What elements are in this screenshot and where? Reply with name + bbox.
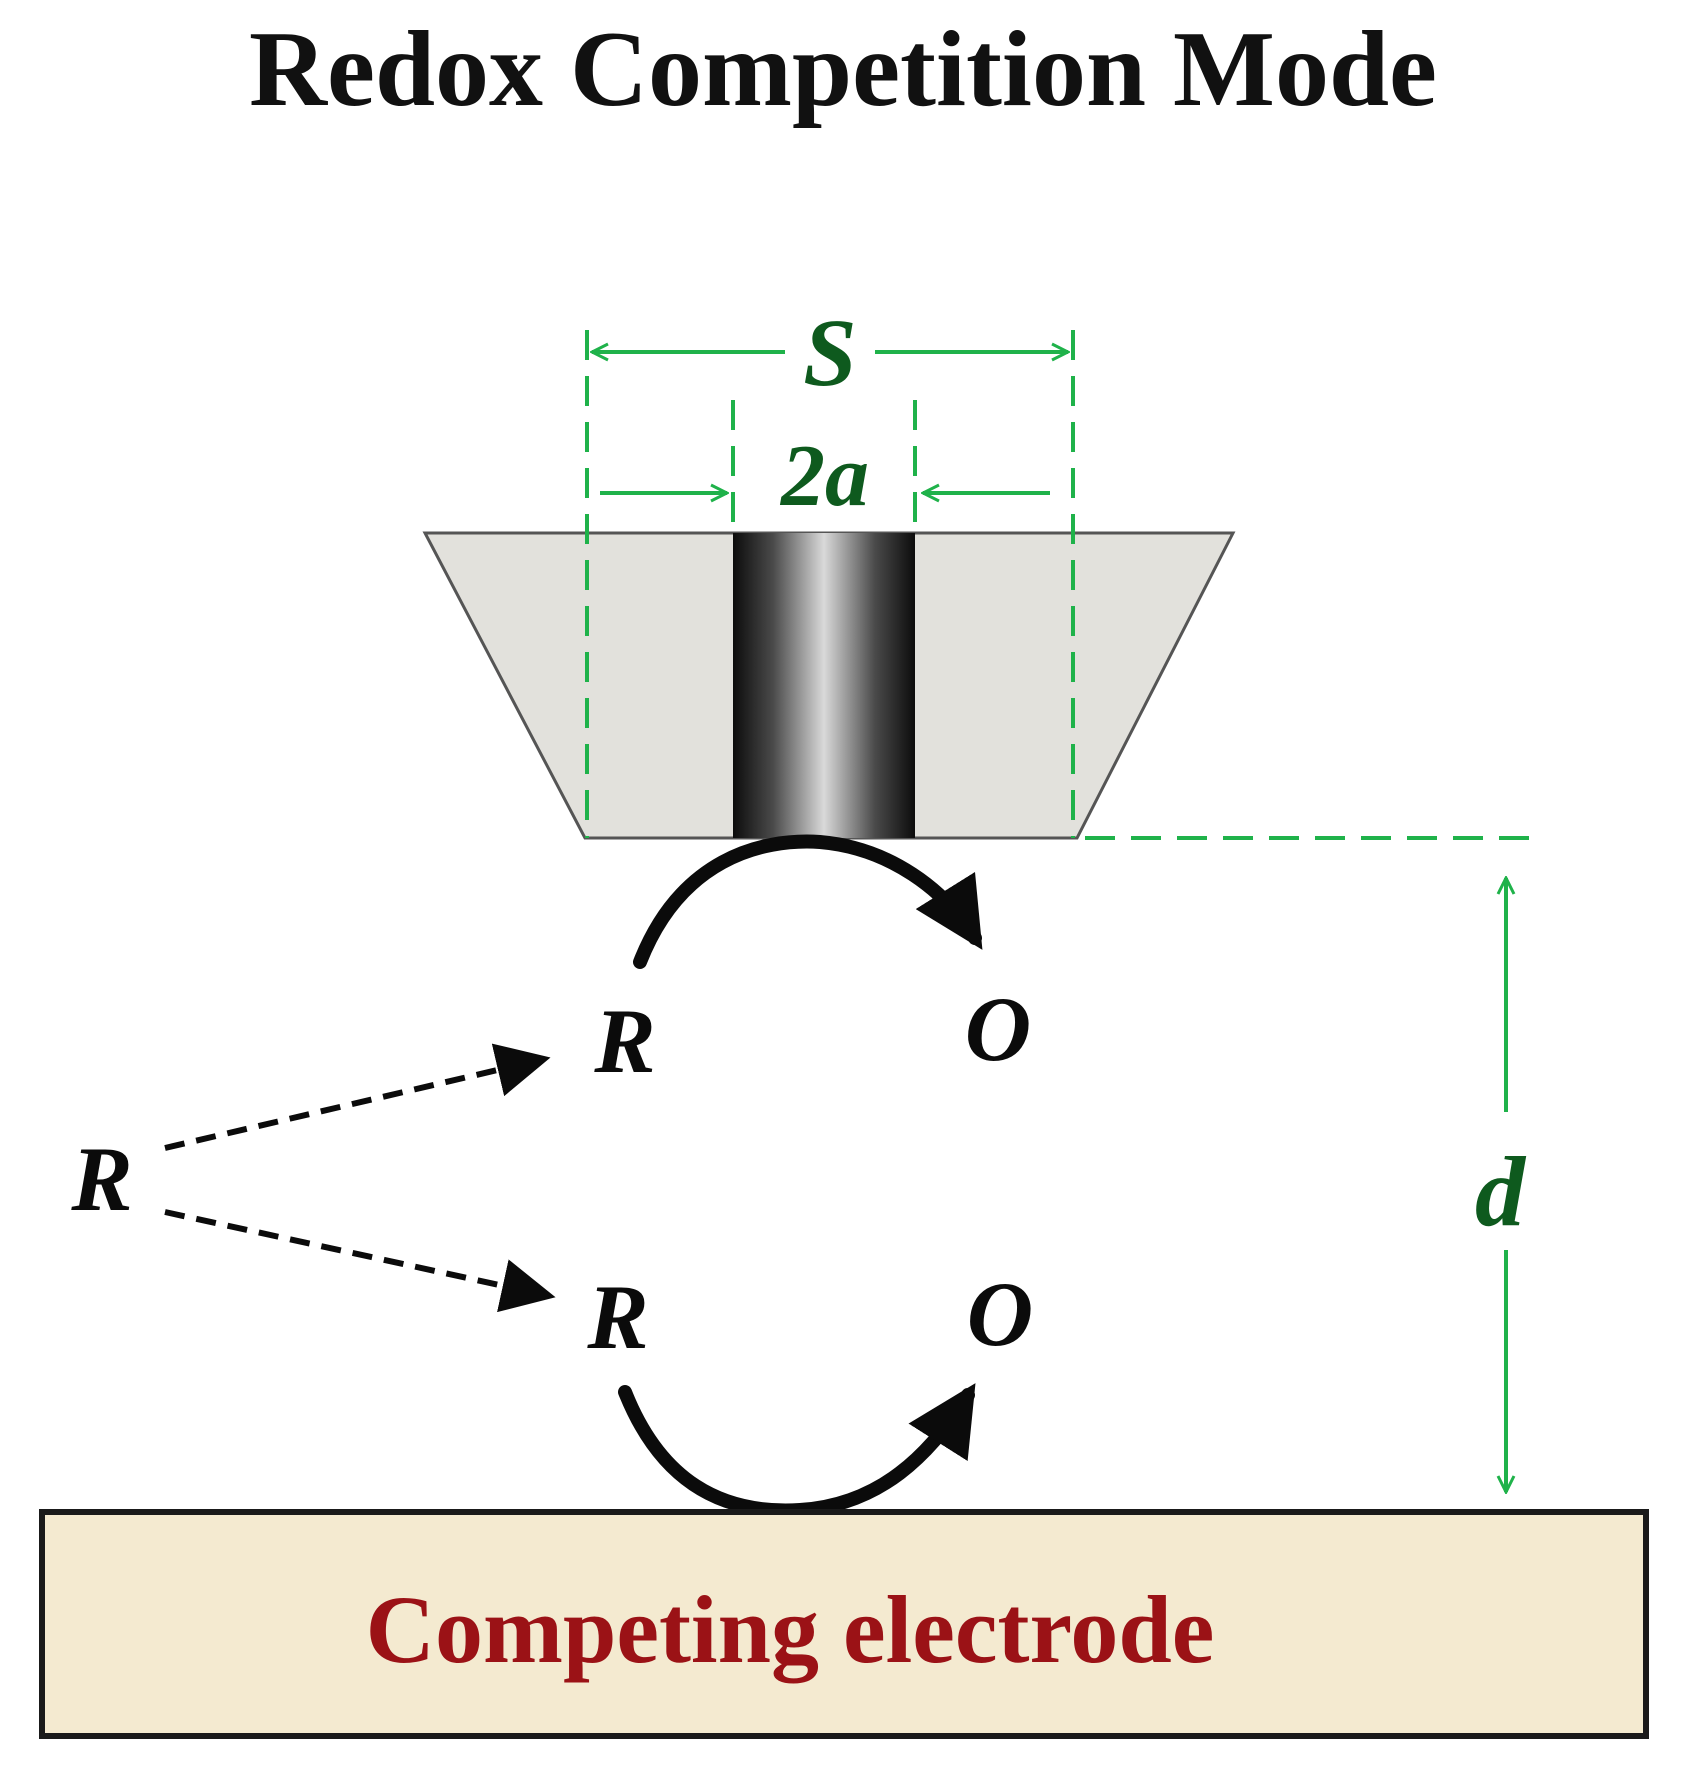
substrate-reduced-species: R (586, 1266, 648, 1368)
tip-reaction-arrow (633, 834, 983, 969)
dimension-guides (585, 330, 1532, 840)
tip-electrode-wire (733, 533, 915, 838)
tip-oxidized-species: O (965, 978, 1031, 1080)
spacing-label: S (803, 299, 856, 406)
competing-electrode (39, 1509, 1649, 1739)
substrate-oxidized-species: O (967, 1263, 1033, 1365)
diagram-title: Redox Competition Mode (249, 10, 1437, 129)
bulk-reduced-species: R (70, 1128, 132, 1230)
diameter-label: 2a (779, 428, 869, 525)
competing-electrode-label: Competing electrode (366, 1576, 1215, 1683)
distance-label: d (1475, 1136, 1527, 1247)
tip-reduced-species: R (593, 990, 655, 1092)
diffusion-arrow-to-tip (164, 1043, 551, 1151)
diffusion-arrow-to-substrate (164, 1209, 556, 1313)
substrate-reaction-arrow (618, 1383, 976, 1518)
